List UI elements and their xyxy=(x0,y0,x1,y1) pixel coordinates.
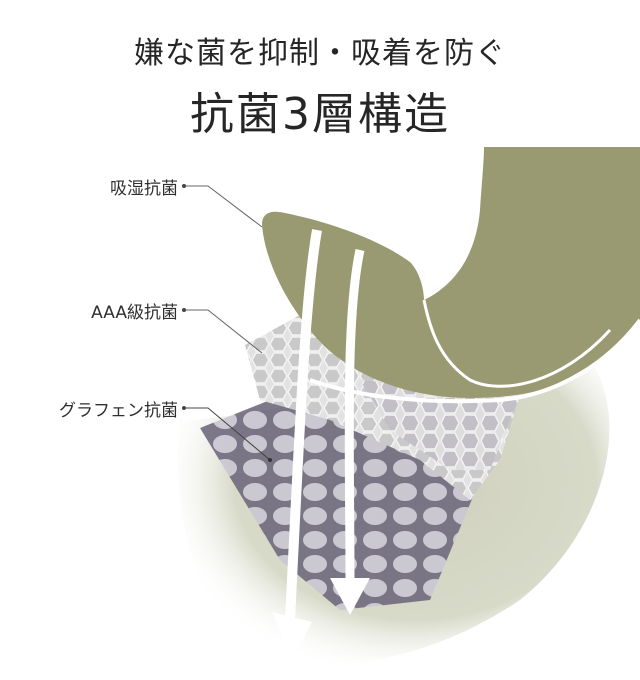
airflow-arrow-right xyxy=(330,249,370,615)
airflow-arrow-left xyxy=(272,229,322,660)
page-subtitle: 嫌な菌を抑制・吸着を防ぐ xyxy=(134,36,506,71)
leader-line-moisture xyxy=(182,184,263,228)
outer-moisture-layer xyxy=(262,147,640,404)
label-moisture-antibacterial: 吸湿抗菌 xyxy=(110,179,178,199)
label-aaa-antibacterial: AAA級抗菌 xyxy=(91,303,178,323)
leader-line-graphene xyxy=(182,406,272,462)
page-title: 抗菌3層構造 xyxy=(190,89,450,140)
leader-line-aaa xyxy=(182,308,263,354)
label-graphene-antibacterial: グラフェン抗菌 xyxy=(59,401,178,421)
